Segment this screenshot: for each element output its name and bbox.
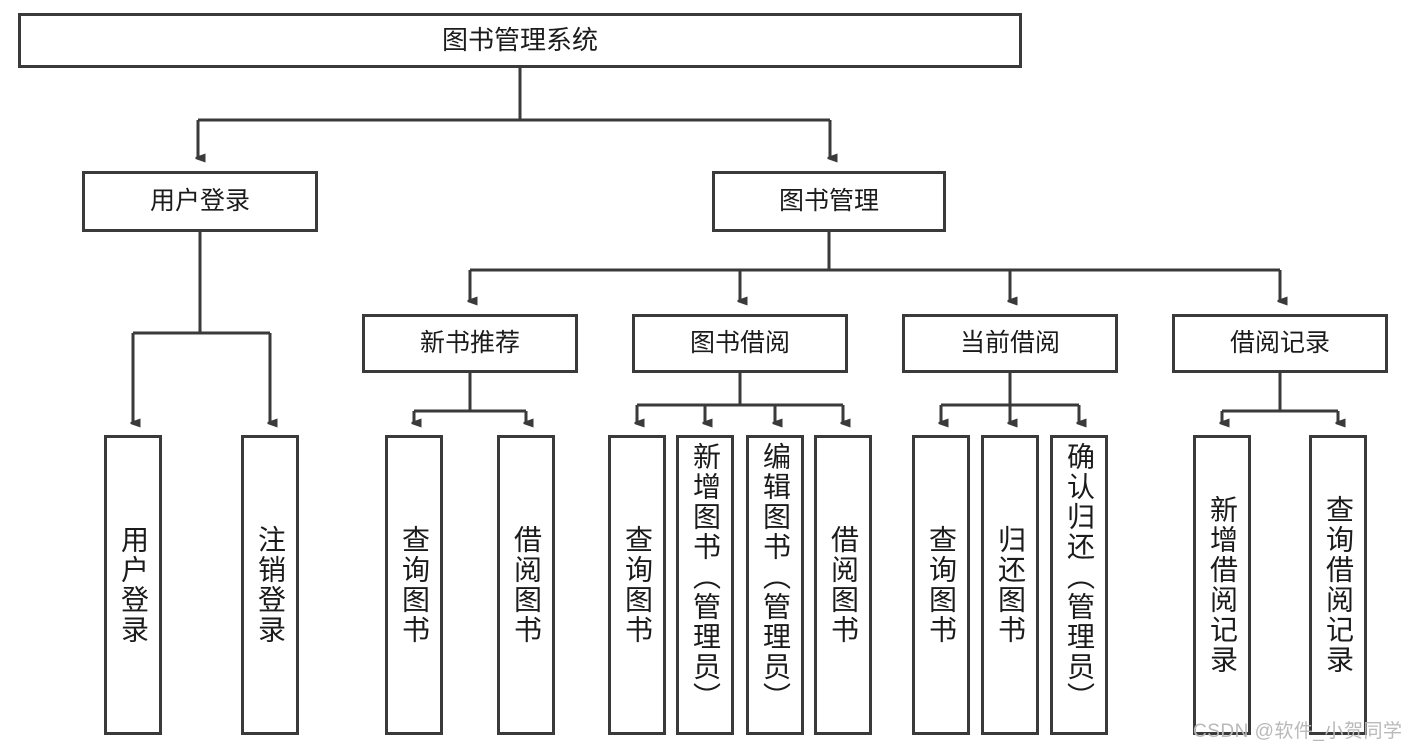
node-current-borrow[interactable]: 当前借阅: [902, 314, 1118, 373]
node-leaf-query-book-2[interactable]: 查询图书: [608, 435, 666, 735]
node-leaf-query-book-3-label: 查询图书: [926, 525, 957, 645]
node-leaf-return-book[interactable]: 归还图书: [981, 435, 1039, 735]
node-leaf-confirm-return-admin[interactable]: 确认归还（管理员）: [1050, 435, 1108, 735]
node-leaf-query-book-3[interactable]: 查询图书: [912, 435, 970, 735]
node-leaf-confirm-return-admin-label: 确认归还（管理员）: [1064, 442, 1095, 712]
node-book-manage-label: 图书管理: [778, 187, 879, 216]
node-leaf-borrow-book-2[interactable]: 借阅图书: [814, 435, 872, 735]
node-leaf-borrow-book-1[interactable]: 借阅图书: [497, 435, 555, 735]
node-current-borrow-label: 当前借阅: [959, 329, 1060, 358]
node-book-borrow-label: 图书借阅: [689, 329, 790, 358]
node-book-manage[interactable]: 图书管理: [712, 171, 946, 232]
node-leaf-query-book-2-label: 查询图书: [622, 525, 653, 645]
node-borrow-record[interactable]: 借阅记录: [1172, 314, 1388, 373]
node-leaf-user-login[interactable]: 用户登录: [104, 435, 162, 735]
node-leaf-query-book-1-label: 查询图书: [399, 525, 430, 645]
node-leaf-query-book-1[interactable]: 查询图书: [385, 435, 443, 735]
csdn-watermark: CSDN @软件_小贺同学: [1193, 721, 1403, 742]
node-borrow-record-label: 借阅记录: [1229, 329, 1330, 358]
node-leaf-add-book-admin[interactable]: 新增图书（管理员）: [676, 435, 734, 735]
node-leaf-edit-book-admin[interactable]: 编辑图书（管理员）: [746, 435, 804, 735]
node-leaf-borrow-book-1-label: 借阅图书: [511, 525, 542, 645]
node-root[interactable]: 图书管理系统: [18, 13, 1022, 68]
node-new-book-rec-label: 新书推荐: [419, 329, 520, 358]
node-leaf-borrow-book-2-label: 借阅图书: [828, 525, 859, 645]
node-leaf-add-borrow-record-label: 新增借阅记录: [1207, 495, 1238, 675]
node-leaf-query-borrow-record[interactable]: 查询借阅记录: [1309, 435, 1367, 735]
node-leaf-add-book-admin-label: 新增图书（管理员）: [690, 442, 721, 712]
node-user-login[interactable]: 用户登录: [82, 171, 318, 232]
node-leaf-return-book-label: 归还图书: [995, 525, 1026, 645]
node-leaf-logout-login-label: 注销登录: [255, 525, 286, 645]
node-root-label: 图书管理系统: [441, 24, 598, 55]
node-user-login-label: 用户登录: [149, 187, 250, 216]
node-leaf-user-login-label: 用户登录: [118, 525, 149, 645]
node-leaf-query-borrow-record-label: 查询借阅记录: [1323, 495, 1354, 675]
node-leaf-logout-login[interactable]: 注销登录: [241, 435, 299, 735]
node-leaf-edit-book-admin-label: 编辑图书（管理员）: [760, 442, 791, 712]
node-leaf-add-borrow-record[interactable]: 新增借阅记录: [1193, 435, 1251, 735]
node-new-book-rec[interactable]: 新书推荐: [362, 314, 578, 373]
node-book-borrow[interactable]: 图书借阅: [632, 314, 848, 373]
